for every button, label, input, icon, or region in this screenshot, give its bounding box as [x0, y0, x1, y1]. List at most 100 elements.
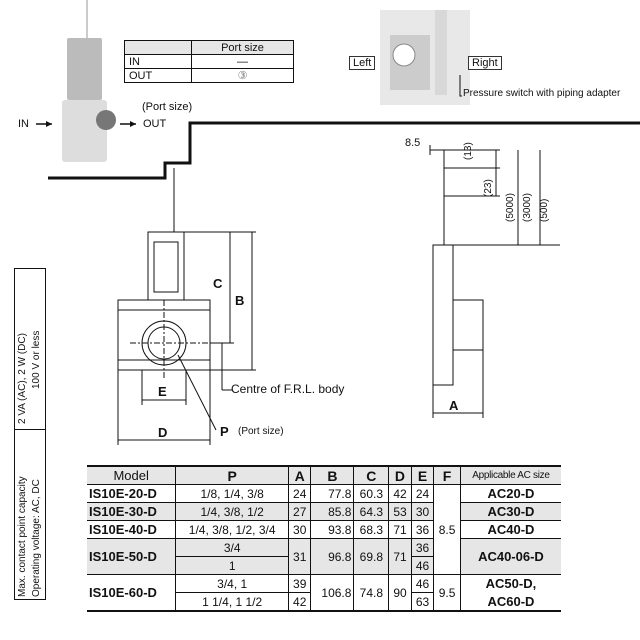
dim-p-note: (Port size)	[238, 426, 284, 437]
dim-8-5: 8.5	[405, 137, 421, 149]
dimension-table: Model P A B C D E F Applicable AC size I…	[87, 465, 561, 612]
cell-p: 1	[175, 556, 289, 575]
cell-e: 30	[410, 502, 435, 521]
cell-b: 77.8	[310, 484, 355, 503]
cell-a: 24	[287, 484, 312, 503]
port-size-note: (Port size)	[142, 101, 193, 113]
cell-d: 53	[388, 502, 412, 521]
spec-voltage: 100 V or less	[31, 330, 42, 389]
dim-a: A	[449, 398, 459, 413]
table-row: 1 46	[87, 556, 561, 575]
cell-b: 96.8	[310, 538, 355, 575]
cell-f: 9.5	[433, 574, 461, 611]
cell-p: 1/8, 1/4, 3/8	[175, 484, 289, 503]
table-row: IS10E-30-D 1/4, 3/8, 1/2 27 85.8 64.3 53…	[87, 502, 561, 521]
cell-a: 31	[287, 538, 312, 575]
cell-e: 36	[410, 538, 435, 557]
cell-b: 106.8	[310, 574, 355, 611]
cell-e: 46	[410, 556, 434, 575]
cell-d: 71	[388, 520, 412, 539]
frl-photo	[380, 10, 470, 105]
cell-f: 8.5	[433, 484, 461, 575]
cell-e: 46	[410, 574, 435, 593]
cell-e: 63	[410, 592, 435, 611]
cell-ac: AC60-D	[459, 592, 561, 611]
table-row: 1 1/4, 1 1/2 42 63 AC60-D	[87, 592, 561, 611]
port-in-size: —	[191, 54, 294, 69]
spec-capacity: 2 VA (AC), 2 W (DC)	[17, 333, 28, 424]
cell-p: 1/4, 3/8, 1/2	[175, 502, 289, 521]
dim-d: D	[158, 425, 168, 440]
cell-ac: AC40-06-D	[459, 538, 561, 575]
pressure-switch-photo	[62, 0, 116, 162]
piping-adapter-caption: Pressure switch with piping adapter	[463, 88, 621, 99]
cell-a: 30	[287, 520, 312, 539]
spec-voltage-label: Operating voltage: AC, DC	[31, 479, 42, 597]
cell-model: IS10E-40-D	[87, 520, 177, 539]
cell-c: 69.8	[353, 538, 390, 575]
cell-a: 42	[287, 592, 312, 611]
dim-3000: (3000)	[522, 193, 533, 222]
side-view	[429, 145, 560, 418]
table-row: IS10E-40-D 1/4, 3/8, 1/2, 3/4 30 93.8 68…	[87, 520, 561, 539]
col-ac: Applicable AC size	[459, 466, 561, 485]
cell-ac: AC50-D,	[459, 574, 561, 593]
col-d: D	[388, 466, 412, 485]
cell-e: 24	[410, 484, 435, 503]
port-out: OUT	[124, 68, 192, 83]
cell-c: 68.3	[353, 520, 390, 539]
cell-c: 74.8	[353, 574, 390, 611]
col-b: B	[310, 466, 355, 485]
dim-e: E	[158, 384, 167, 399]
dim-13: (13)	[463, 142, 474, 160]
port-out-size: ③	[191, 68, 294, 83]
cell-ac: AC30-D	[459, 502, 561, 521]
col-e: E	[410, 466, 435, 485]
cell-d: 71	[388, 538, 412, 575]
cell-model: IS10E-20-D	[87, 484, 177, 503]
dim-500: (500)	[539, 198, 550, 222]
front-view	[117, 168, 256, 445]
cell-a: 27	[287, 502, 312, 521]
centre-note: Centre of F.R.L. body	[231, 382, 345, 396]
cell-b: 85.8	[310, 502, 355, 521]
cell-d: 42	[388, 484, 412, 503]
table-row: IS10E-20-D 1/8, 1/4, 3/8 24 77.8 60.3 42…	[87, 484, 561, 575]
cell-d: 90	[388, 574, 412, 611]
port-size-header: Port size	[191, 40, 294, 55]
in-label: IN	[18, 118, 29, 130]
cell-model: IS10E-30-D	[87, 502, 177, 521]
cell-p: 3/4, 1	[175, 574, 289, 593]
cell-c: 60.3	[353, 484, 390, 503]
table-row: IS10E-60-D 3/4, 1 39 106.8 74.8 90 46 9.…	[87, 574, 561, 611]
dim-23: (23)	[483, 179, 494, 197]
col-p: P	[175, 466, 289, 485]
cell-p: 1/4, 3/8, 1/2, 3/4	[175, 520, 289, 539]
table-row: IS10E-50-D 3/4 31 96.8 69.8 71 36 AC40-0…	[87, 538, 561, 575]
cell-a: 39	[287, 574, 312, 593]
out-label: OUT	[143, 118, 167, 130]
dim-b: B	[235, 293, 245, 308]
dim-c: C	[213, 276, 223, 291]
cell-p: 3/4	[175, 538, 289, 557]
col-model: Model	[87, 466, 177, 485]
col-a: A	[287, 466, 312, 485]
cell-p: 1 1/4, 1 1/2	[175, 592, 289, 611]
cell-ac: AC20-D	[459, 484, 561, 503]
dim-p: P	[220, 424, 229, 439]
cell-model: IS10E-50-D	[87, 538, 177, 575]
cell-e: 36	[410, 520, 435, 539]
specs-box: 2 VA (AC), 2 W (DC) 100 V or less Max. c…	[14, 268, 46, 600]
right-label: Right	[468, 56, 502, 70]
cell-model: IS10E-60-D	[87, 574, 177, 611]
spec-capacity-label: Max. contact point capacity	[17, 476, 28, 597]
port-in: IN	[124, 54, 192, 69]
col-c: C	[353, 466, 390, 485]
left-label: Left	[349, 56, 376, 70]
col-f: F	[433, 466, 461, 485]
cell-b: 93.8	[310, 520, 355, 539]
cell-ac: AC40-D	[459, 520, 561, 539]
dim-5000: (5000)	[505, 193, 516, 222]
